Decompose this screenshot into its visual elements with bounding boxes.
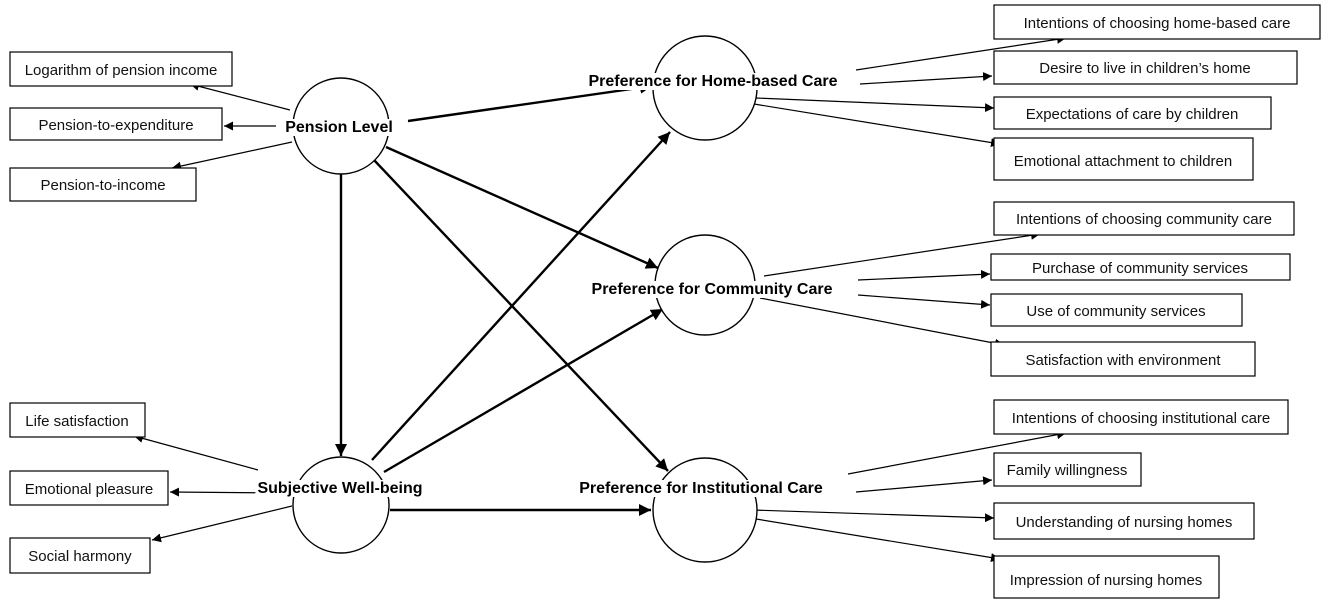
- loading-arrow: [189, 81, 291, 111]
- indicator-box: Intentions of choosing institutional car…: [993, 399, 1289, 435]
- path-pension-to-community: [385, 145, 659, 270]
- loading-arrow: [763, 230, 1041, 277]
- loading-arrow: [859, 72, 993, 85]
- indicator-label: Pension-to-income: [40, 177, 165, 194]
- indicator-label: Satisfaction with environment: [1025, 352, 1221, 369]
- indicator-label: Desire to live in children’s home: [1039, 60, 1251, 77]
- indicator-box: Use of community services: [990, 293, 1243, 327]
- subjective-well-being-label: Subjective Well-being: [257, 480, 422, 497]
- loading-arrow: [749, 517, 1001, 562]
- label-halo: [586, 73, 840, 90]
- indicator-box: Expectations of care by children: [993, 96, 1272, 130]
- indicator-label: Use of community services: [1026, 303, 1205, 320]
- indicator-label: Understanding of nursing homes: [1016, 514, 1233, 531]
- indicator-box: Intentions of choosing community care: [993, 201, 1295, 236]
- indicator-label: Emotional pleasure: [25, 481, 153, 498]
- community-care-label: Preference for Community Care: [592, 281, 833, 298]
- indicator-label: Life satisfaction: [25, 413, 128, 430]
- indicator-label: Pension-to-expenditure: [38, 117, 193, 134]
- label-halo: [589, 281, 835, 298]
- label-halo: [577, 480, 825, 497]
- indicator-box: Emotional attachment to children: [993, 137, 1254, 181]
- loading-arrow: [759, 297, 1005, 348]
- indicator-box: Social harmony: [9, 537, 151, 574]
- indicator-label: Intentions of choosing institutional car…: [1012, 410, 1271, 427]
- indicator-box: Impression of nursing homes: [993, 555, 1220, 599]
- loading-arrow: [855, 34, 1067, 71]
- indicator-box: Intentions of choosing home-based care: [993, 4, 1321, 40]
- indicator-box: Logarithm of pension income: [9, 51, 233, 87]
- indicator-box: Understanding of nursing homes: [993, 502, 1255, 540]
- path-swb-to-community: [383, 307, 664, 474]
- label-halo: [255, 480, 425, 497]
- indicator-label: Logarithm of pension income: [25, 62, 218, 79]
- loading-arrow: [857, 294, 991, 309]
- indicator-label: Intentions of choosing home-based care: [1024, 15, 1291, 32]
- indicator-label: Intentions of choosing community care: [1016, 211, 1272, 228]
- indicator-box: Satisfaction with environment: [990, 341, 1256, 377]
- institutional-indicators: Intentions of choosing institutional car…: [993, 399, 1289, 599]
- pension-indicators: Logarithm of pension income Pension-to-e…: [9, 51, 233, 202]
- path-swb-to-home: [371, 131, 671, 461]
- label-halo: [283, 119, 395, 136]
- indicator-label: Purchase of community services: [1032, 260, 1248, 277]
- loading-arrow: [847, 430, 1067, 475]
- indicator-label: Social harmony: [28, 548, 132, 565]
- loading-arrow: [751, 509, 995, 523]
- swb-indicators: Life satisfaction Emotional pleasure Soc…: [9, 402, 169, 574]
- indicator-box: Emotional pleasure: [9, 470, 169, 506]
- indicator-label: Expectations of care by children: [1026, 106, 1239, 123]
- community-indicators: Intentions of choosing community care Pu…: [990, 201, 1295, 377]
- latent-labels: Pension Level Subjective Well-being Pref…: [255, 73, 840, 497]
- indicator-label: Family willingness: [1007, 462, 1128, 479]
- indicator-box: Pension-to-income: [9, 167, 197, 202]
- loading-arrow: [171, 141, 293, 171]
- pension-level-label: Pension Level: [285, 119, 393, 136]
- indicator-box: Desire to live in children’s home: [993, 50, 1298, 85]
- indicator-label: Impression of nursing homes: [1010, 572, 1203, 589]
- home-indicators: Intentions of choosing home-based care D…: [993, 4, 1321, 181]
- structural-paths: [335, 81, 671, 516]
- loading-arrow: [151, 505, 293, 543]
- path-pension-to-institutional: [373, 159, 669, 472]
- indicator-label: Emotional attachment to children: [1014, 153, 1232, 170]
- loading-arrow: [755, 97, 995, 113]
- loading-arrow: [133, 434, 259, 471]
- indicator-box: Pension-to-expenditure: [9, 107, 223, 141]
- loading-arrow: [753, 103, 1001, 147]
- indicator-box: Life satisfaction: [9, 402, 146, 438]
- indicator-box: Family willingness: [993, 452, 1142, 487]
- institutional-care-circle: [652, 457, 758, 563]
- subjective-well-being-circle: [292, 456, 390, 554]
- loading-arrow: [855, 476, 993, 493]
- institutional-care-label: Preference for Institutional Care: [579, 480, 823, 497]
- indicator-box: Purchase of community services: [990, 253, 1291, 281]
- path-pension-to-home: [407, 81, 653, 123]
- loading-arrow: [857, 269, 991, 281]
- home-care-label: Preference for Home-based Care: [589, 73, 838, 90]
